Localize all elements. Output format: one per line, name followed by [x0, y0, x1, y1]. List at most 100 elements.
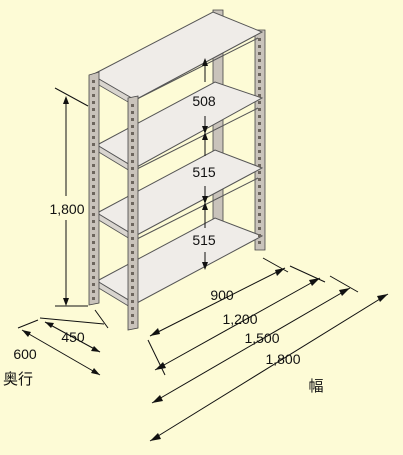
post-hole	[131, 160, 134, 163]
width-label-1200: 1,200	[222, 311, 257, 327]
post-hole	[258, 66, 261, 69]
width-dimension-900: 900	[149, 257, 289, 337]
post-hole	[258, 234, 261, 237]
gap-label-2: 515	[192, 164, 216, 180]
post-hole	[131, 216, 134, 219]
post-hole	[131, 139, 134, 142]
post-hole	[92, 122, 95, 125]
post-hole	[258, 87, 261, 90]
post-hole	[92, 255, 95, 258]
post-hole	[92, 101, 95, 104]
post-hole	[131, 188, 134, 191]
width-label-1800: 1,800	[265, 351, 300, 367]
post-hole	[258, 80, 261, 83]
post-hole	[92, 199, 95, 202]
post-hole	[131, 272, 134, 275]
width-label-1500: 1,500	[244, 330, 279, 346]
post-hole	[131, 125, 134, 128]
post-hole	[92, 206, 95, 209]
post-hole	[92, 157, 95, 160]
height-dimension: 1,800	[49, 87, 89, 307]
post-hole	[258, 45, 261, 48]
post-hole	[258, 185, 261, 188]
front-left-post	[88, 71, 100, 306]
post-hole	[92, 297, 95, 300]
post-hole	[92, 220, 95, 223]
post-hole	[131, 195, 134, 198]
post-hole	[131, 146, 134, 149]
post-hole	[92, 178, 95, 181]
post-hole	[131, 286, 134, 289]
post-hole	[92, 150, 95, 153]
post-hole	[258, 164, 261, 167]
back-right-post	[254, 29, 266, 251]
post-hole	[131, 293, 134, 296]
post-hole	[92, 262, 95, 265]
post-hole	[131, 279, 134, 282]
shelf-top	[90, 11, 264, 107]
post-hole	[131, 314, 134, 317]
gap-dimension-3: 515	[192, 202, 216, 270]
post-hole	[131, 181, 134, 184]
post-hole	[131, 300, 134, 303]
post-hole	[131, 265, 134, 268]
post-hole	[92, 94, 95, 97]
post-hole	[92, 115, 95, 118]
gap-label-3: 515	[192, 232, 216, 248]
depth-label-450: 450	[61, 329, 85, 345]
post-hole	[92, 248, 95, 251]
depth-caption: 奥行	[3, 371, 33, 388]
post-hole	[92, 241, 95, 244]
post-hole	[131, 167, 134, 170]
post-hole	[131, 111, 134, 114]
post-hole	[258, 73, 261, 76]
post-hole	[131, 118, 134, 121]
post-hole	[258, 241, 261, 244]
width-dimension-1200: 1,200	[147, 265, 326, 376]
post-hole	[258, 38, 261, 41]
post-hole	[131, 237, 134, 240]
post-hole	[131, 132, 134, 135]
post-hole	[258, 108, 261, 111]
post-hole	[258, 143, 261, 146]
post-hole	[258, 122, 261, 125]
post-holes	[92, 38, 261, 324]
depth-dimension-600: 600	[13, 319, 101, 376]
post-hole	[92, 283, 95, 286]
post-hole	[92, 136, 95, 139]
post-hole	[258, 59, 261, 62]
post-hole	[92, 213, 95, 216]
post-hole	[258, 206, 261, 209]
post-hole	[258, 52, 261, 55]
height-label: 1,800	[49, 201, 84, 217]
post-hole	[258, 171, 261, 174]
post-hole	[258, 129, 261, 132]
post-hole	[92, 234, 95, 237]
post-hole	[258, 94, 261, 97]
depth-label-600: 600	[13, 346, 37, 362]
post-hole	[92, 185, 95, 188]
post-hole	[258, 178, 261, 181]
post-hole	[131, 223, 134, 226]
post-hole	[258, 227, 261, 230]
post-hole	[258, 220, 261, 223]
width-caption: 幅	[308, 378, 323, 395]
post-hole	[131, 209, 134, 212]
post-hole	[258, 115, 261, 118]
post-hole	[131, 321, 134, 324]
post-hole	[131, 153, 134, 156]
width-dimension-1500: 1,500	[151, 275, 359, 404]
post-hole	[131, 258, 134, 261]
post-hole	[92, 80, 95, 83]
post-hole	[92, 108, 95, 111]
post-hole	[258, 157, 261, 160]
post-hole	[131, 307, 134, 310]
post-hole	[92, 143, 95, 146]
post-hole	[258, 199, 261, 202]
post-hole	[131, 174, 134, 177]
post-hole	[131, 251, 134, 254]
width-dimension-1800: 1,800	[149, 293, 389, 442]
post-hole	[92, 269, 95, 272]
gap-label-1: 508	[192, 93, 216, 109]
